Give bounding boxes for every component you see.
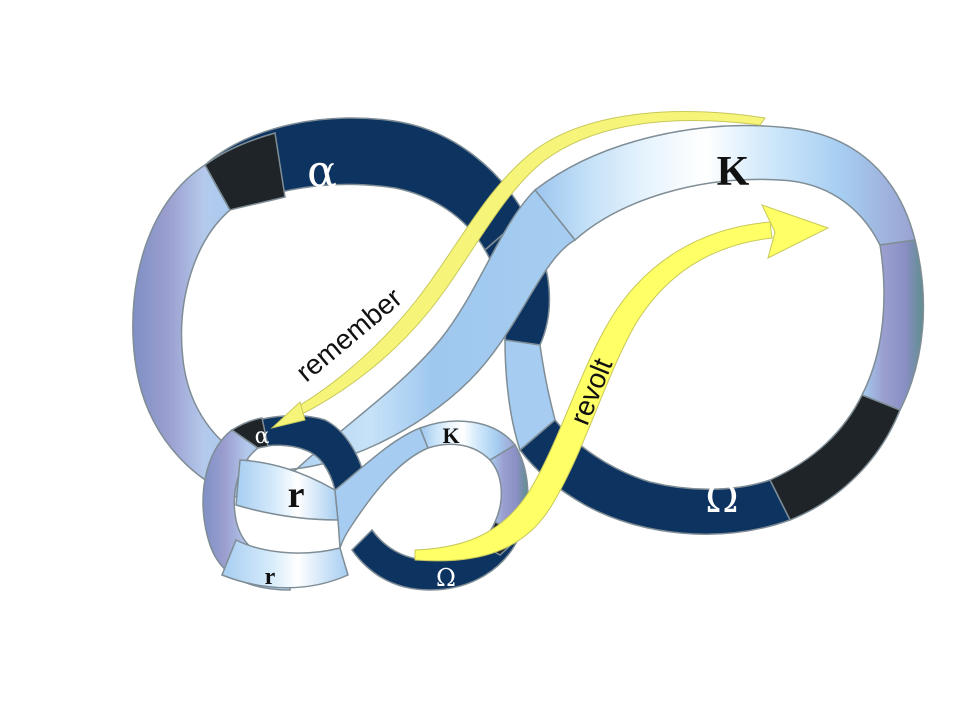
- small-black-band: [230, 417, 269, 449]
- large-right-black: [768, 394, 901, 521]
- small-alpha-label: α: [255, 424, 270, 449]
- large-alpha-label: α: [307, 146, 337, 197]
- small-r-label-top: r: [288, 474, 305, 516]
- small-k-label: K: [442, 423, 459, 448]
- large-k-label: K: [717, 149, 750, 195]
- small-r-bottom-band: [221, 538, 349, 589]
- revolt-arrowhead: [761, 204, 830, 259]
- large-black-band: [204, 132, 286, 211]
- remember-arrowhead: [270, 401, 306, 429]
- large-omega-label: Ω: [705, 476, 738, 522]
- small-omega-label: Ω: [436, 564, 456, 592]
- large-left-band: [132, 163, 277, 506]
- remember-arrow: [270, 111, 766, 429]
- large-light-crossing: [259, 188, 577, 506]
- large-light-lower: [504, 339, 556, 452]
- large-right-band: [860, 239, 925, 411]
- revolt-label: revolt: [564, 354, 618, 429]
- small-left-band: [202, 429, 293, 591]
- small-light-crossing: [334, 427, 429, 549]
- small-r-label-bottom: r: [265, 564, 276, 590]
- revolt-arrow-body: [414, 221, 773, 562]
- large-loop: [132, 117, 925, 535]
- revolt-arrow: [414, 204, 830, 562]
